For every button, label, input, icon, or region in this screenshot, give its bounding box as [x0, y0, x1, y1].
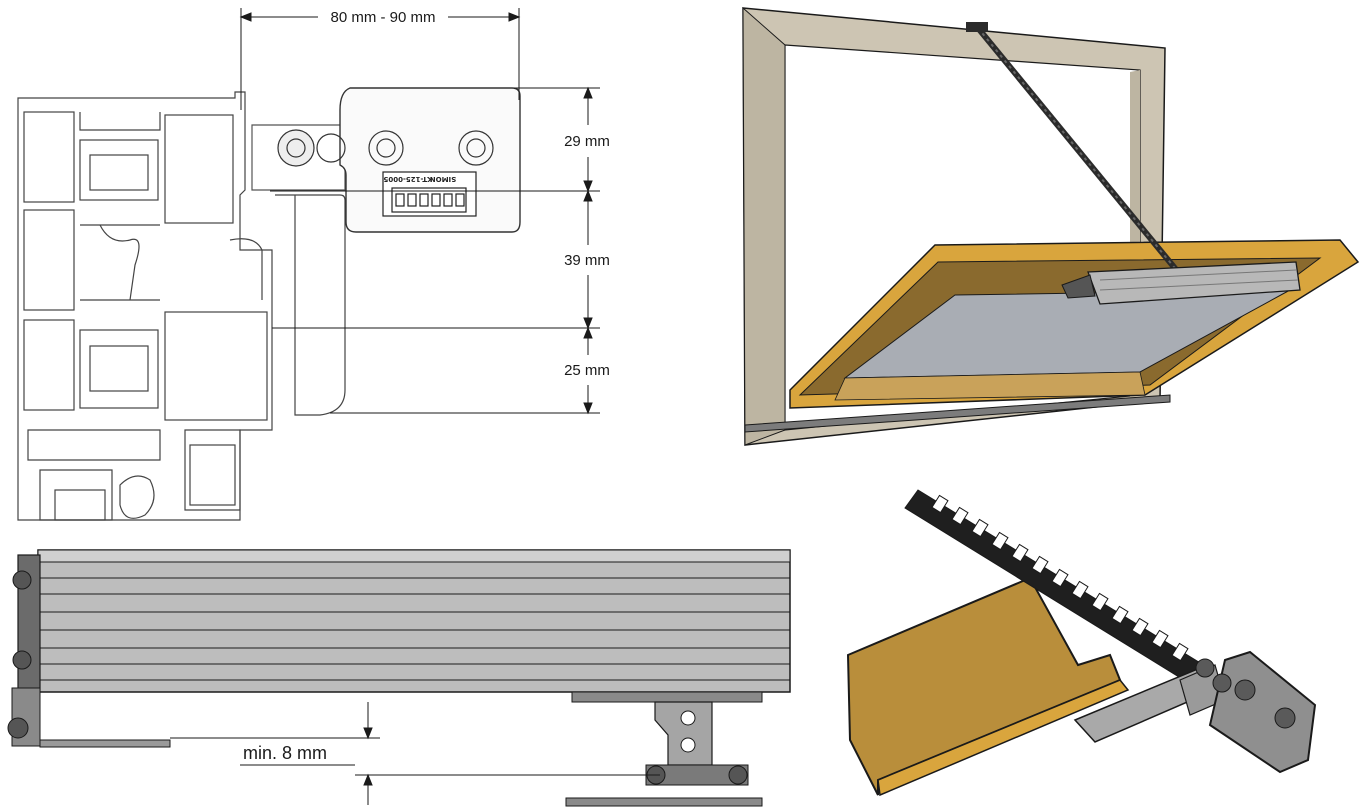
dimension-mid-label: 39 mm [564, 252, 610, 269]
actuator-chain [975, 26, 1181, 274]
window-3d-illustration [742, 6, 1360, 446]
dimension-bottom-label: 25 mm [564, 362, 610, 379]
dimension-lines [239, 8, 600, 415]
cross-section-drawing [17, 87, 521, 521]
dimension-width-label: 80 mm - 90 mm [330, 9, 435, 26]
device-part-code-marking: KT-125-0005 [383, 175, 432, 183]
actuator-side-view [7, 549, 791, 807]
chain-links [904, 489, 1216, 691]
chain-detail-illustration [846, 489, 1317, 797]
actuator-profile [37, 549, 791, 693]
dimension-top-label: 29 mm [564, 133, 610, 150]
gap-dimension-lines [170, 702, 660, 805]
connector-pins [395, 193, 465, 207]
device-brand-marking: SIMON [430, 175, 457, 183]
min-gap-label: min. 8 mm [243, 743, 327, 763]
actuator-end-cap-detail [1208, 650, 1317, 774]
